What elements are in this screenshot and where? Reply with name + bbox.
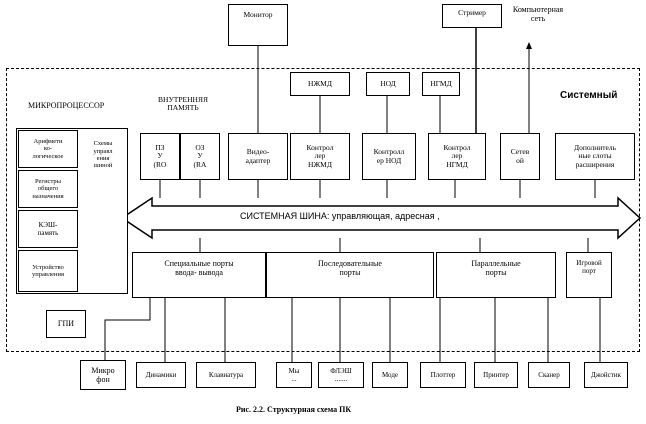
modem-box: Моде — [372, 362, 408, 388]
scanner-box: Сканер — [528, 362, 570, 388]
bus-control-box: Схемы управл ения шиной — [80, 130, 126, 180]
gpi-box: ГПИ — [46, 310, 86, 338]
monitor-box: Монитор — [228, 4, 288, 46]
rom-box: ПЗ У (RO — [140, 133, 180, 180]
streamer-box: Стример — [442, 4, 502, 28]
hdd-controller-box: Контрол лер НЖМД — [290, 133, 350, 180]
optical-controller-box: Контролл ер НОД — [362, 133, 416, 180]
network-controller-box: Сетев ой — [500, 133, 540, 180]
ram-box: ОЗ У (RA — [180, 133, 220, 180]
game-port-box: Игровой порт — [566, 252, 612, 298]
optical-drive-box: НОД — [366, 72, 410, 96]
cache-box: КЭШ- память — [18, 210, 78, 248]
keyboard-box: Клавиатура — [196, 362, 256, 388]
special-ports-box: Специальные порты ввода- вывода — [132, 252, 266, 298]
mouse-box: Мы ... — [276, 362, 312, 388]
joystick-box: Джойстик — [584, 362, 628, 388]
serial-ports-box: Последовательные порты — [266, 252, 434, 298]
control-unit-box: Устройство управления — [18, 250, 78, 292]
alu-box: Арифмети ко- логическое — [18, 130, 78, 168]
hdd-box: НЖМД — [290, 72, 350, 96]
system-label: Системный — [560, 90, 618, 101]
parallel-ports-box: Параллельные порты — [436, 252, 556, 298]
microphone-box: Микро фон — [80, 360, 126, 390]
figure-caption: Рис. 2.2. Структурная схема ПК — [236, 405, 352, 414]
internal-memory-title: ВНУТРЕННЯЯ ПАМЯТЬ — [158, 95, 208, 113]
fdd-controller-box: Контрол лер НГМД — [428, 133, 486, 180]
flash-box: ФЛЭШ ....... — [318, 362, 364, 388]
system-unit-boundary — [6, 68, 640, 352]
speakers-box: Динамики — [136, 362, 186, 388]
expansion-slots-box: Дополнитель ные слоты расширения — [555, 133, 635, 180]
registers-box: Регистры общего назначения — [18, 170, 78, 208]
microprocessor-title: МИКРОПРОЦЕССОР — [28, 101, 105, 110]
video-adapter-box: Видео- адаптер — [228, 133, 288, 180]
printer-box: Принтер — [474, 362, 518, 388]
fdd-box: НГМД — [422, 72, 460, 96]
system-bus-label: СИСТЕМНАЯ ШИНА: управляющая, адресная , — [240, 211, 440, 221]
network-label: Компьютерная сеть — [512, 5, 564, 23]
plotter-box: Плоттер — [420, 362, 466, 388]
system-bus-arrow — [120, 196, 642, 240]
